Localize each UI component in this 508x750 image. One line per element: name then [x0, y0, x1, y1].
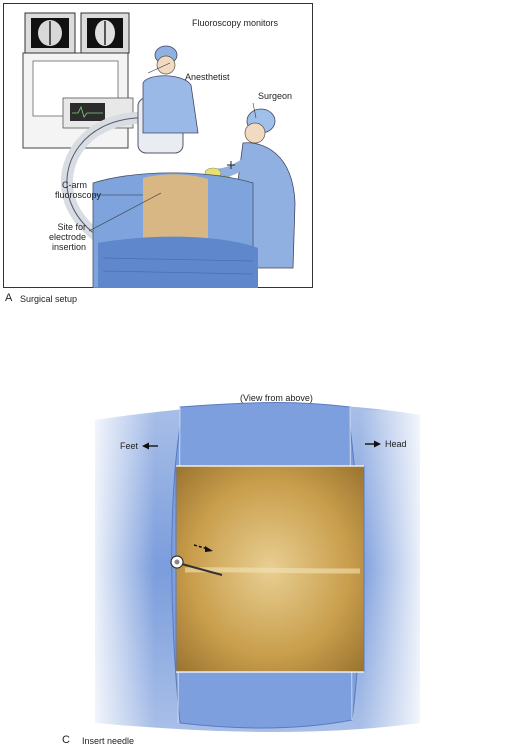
needle: [170, 555, 223, 576]
panel-a-letter: A: [5, 292, 13, 304]
feet-label: Feet: [120, 441, 139, 451]
anesthetist-leader: [147, 62, 171, 74]
label-fluoroscopy-monitors: Fluoroscopy monitors: [192, 18, 279, 28]
view-from-above-label: (View from above): [240, 393, 313, 403]
panel-a-caption: Surgical setup: [20, 294, 78, 304]
panel-c: (View from above) Feet Head C Insert nee…: [0, 385, 508, 750]
panel-a: Fluoroscopy monitors Anesthetist Surgeon…: [0, 0, 508, 310]
patient-drapes: [92, 172, 258, 288]
label-site-for-insertion: Site for electrode insertion: [38, 222, 86, 252]
label-site-line2: electrode: [48, 232, 86, 242]
anesthetist-figure: [142, 45, 199, 134]
fluoroscopy-monitor-left: [24, 12, 76, 54]
feet-arrow-icon: [142, 442, 158, 450]
fluoroscopy-monitor-cart: [22, 52, 134, 149]
panel-c-letter: C: [62, 734, 70, 746]
label-surgeon: Surgeon: [258, 91, 293, 101]
label-site-line3: insertion: [51, 242, 86, 252]
surgical-setup-illustration: [3, 3, 313, 288]
label-site-line1: Site for: [57, 222, 86, 232]
label-c-arm-line1: C-arm: [62, 180, 87, 190]
label-c-arm: C-arm fluoroscopy: [55, 180, 102, 200]
site-leader: [88, 192, 162, 232]
insertion-cross: [227, 161, 235, 169]
insertion-direction-arrow: [193, 544, 213, 552]
head-label: Head: [385, 439, 407, 449]
panel-c-caption: Insert needle: [82, 736, 135, 746]
fluoroscopy-monitor-right: [80, 12, 130, 54]
view-from-above-illustration: [85, 402, 430, 735]
head-arrow-icon: [365, 440, 381, 448]
label-c-arm-line2: fluoroscopy: [55, 190, 102, 200]
surgeon-leader: [252, 102, 257, 119]
label-anesthetist: Anesthetist: [185, 72, 230, 82]
